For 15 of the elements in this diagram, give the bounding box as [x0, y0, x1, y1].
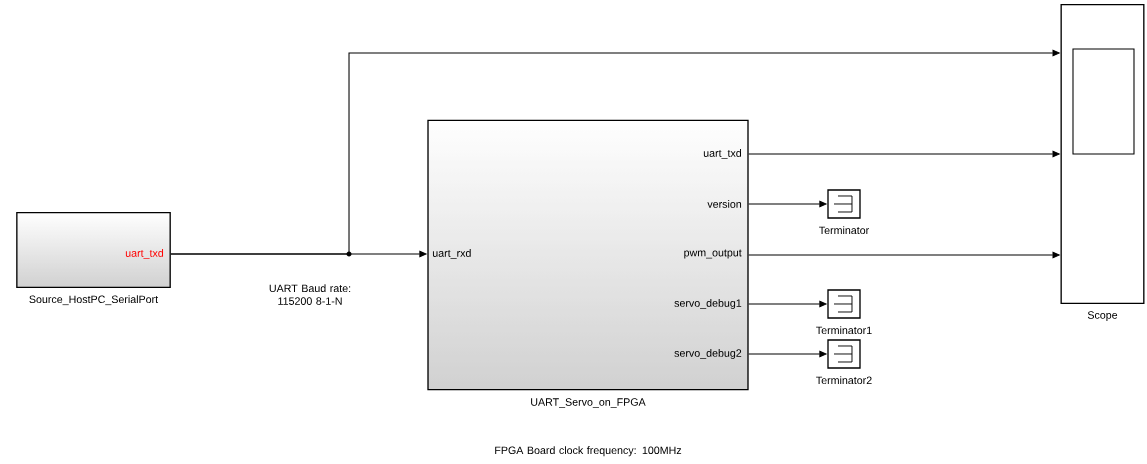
port-label: version [707, 200, 742, 208]
block-label: Source_HostPC_SerialPort [29, 295, 159, 306]
block-label: Terminator [819, 226, 869, 235]
port-label: pwm_output [684, 249, 742, 259]
annotation: UART Baud rate: 115200 8-1-N [269, 284, 351, 305]
block-label: Terminator2 [816, 376, 872, 385]
block-label: Scope [1087, 311, 1118, 321]
port-label: uart_rxd [432, 249, 471, 259]
port-label: uart_txd [125, 249, 164, 259]
port-label: uart_txd [703, 149, 742, 159]
block-label: Terminator1 [816, 326, 872, 335]
port-label: servo_debug2 [674, 349, 742, 359]
annotation: FPGA Board clock frequency: 100MHz [495, 446, 682, 457]
port-label: servo_debug1 [674, 299, 742, 309]
block-label: UART_Servo_on_FPGA [531, 398, 646, 408]
